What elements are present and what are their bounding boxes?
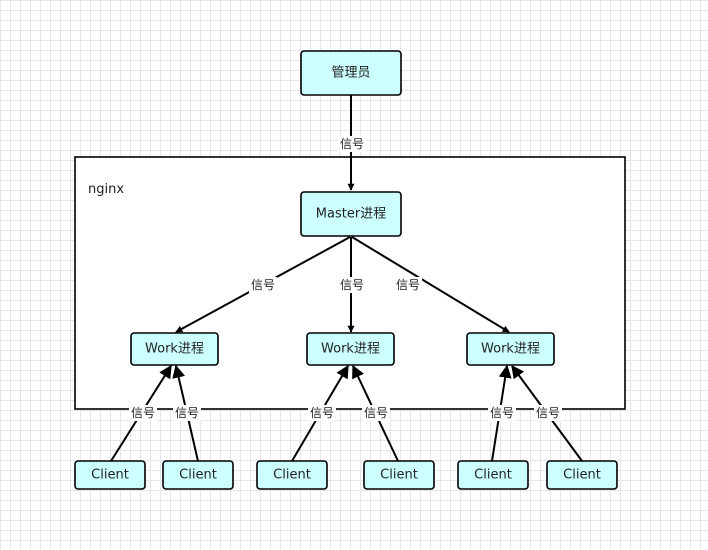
svg-text:Work进程: Work进程: [321, 342, 380, 357]
edge-master-to-work-3: [351, 236, 510, 333]
node-work-process-1[interactable]: Work进程: [130, 332, 219, 366]
node-client-4[interactable]: Client: [363, 460, 435, 490]
node-master-process[interactable]: Master进程: [300, 191, 402, 237]
node-client-6[interactable]: Client: [546, 460, 618, 490]
svg-text:Work进程: Work进程: [145, 342, 204, 357]
edge-label-client-4: 信号: [362, 405, 390, 421]
node-work-process-3[interactable]: Work进程: [466, 332, 555, 366]
node-client-5[interactable]: Client: [457, 460, 529, 490]
svg-text:Client: Client: [179, 468, 217, 483]
svg-text:Master进程: Master进程: [316, 207, 386, 222]
svg-text:信号: 信号: [490, 406, 514, 420]
node-client-3[interactable]: Client: [256, 460, 328, 490]
svg-text:信号: 信号: [340, 278, 364, 292]
svg-text:Client: Client: [91, 468, 129, 483]
svg-text:信号: 信号: [310, 406, 334, 420]
edge-label-admin-master: 信号: [338, 136, 366, 152]
node-client-1[interactable]: Client: [74, 460, 146, 490]
svg-text:Client: Client: [474, 468, 512, 483]
svg-text:Client: Client: [563, 468, 601, 483]
node-work-process-2[interactable]: Work进程: [306, 332, 395, 366]
svg-text:管理员: 管理员: [331, 66, 370, 81]
node-admin[interactable]: 管理员: [300, 50, 402, 96]
edge-label-client-5: 信号: [488, 405, 516, 421]
svg-text:Client: Client: [273, 468, 311, 483]
svg-text:信号: 信号: [340, 137, 364, 151]
edge-label-client-2: 信号: [173, 405, 201, 421]
svg-text:Client: Client: [380, 468, 418, 483]
svg-text:信号: 信号: [536, 406, 560, 420]
svg-text:信号: 信号: [131, 406, 155, 420]
node-client-2[interactable]: Client: [162, 460, 234, 490]
svg-text:Work进程: Work进程: [481, 342, 540, 357]
svg-text:信号: 信号: [175, 406, 199, 420]
svg-text:信号: 信号: [396, 278, 420, 292]
svg-text:信号: 信号: [251, 278, 275, 292]
edge-label-master-work-2: 信号: [338, 277, 366, 293]
svg-text:信号: 信号: [364, 406, 388, 420]
edge-label-client-3: 信号: [308, 405, 336, 421]
edge-label-master-work-3: 信号: [394, 277, 422, 293]
nginx-container-label: nginx: [88, 182, 124, 197]
edge-label-client-1: 信号: [129, 405, 157, 421]
edge-label-client-6: 信号: [534, 405, 562, 421]
edge-label-master-work-1: 信号: [249, 277, 277, 293]
